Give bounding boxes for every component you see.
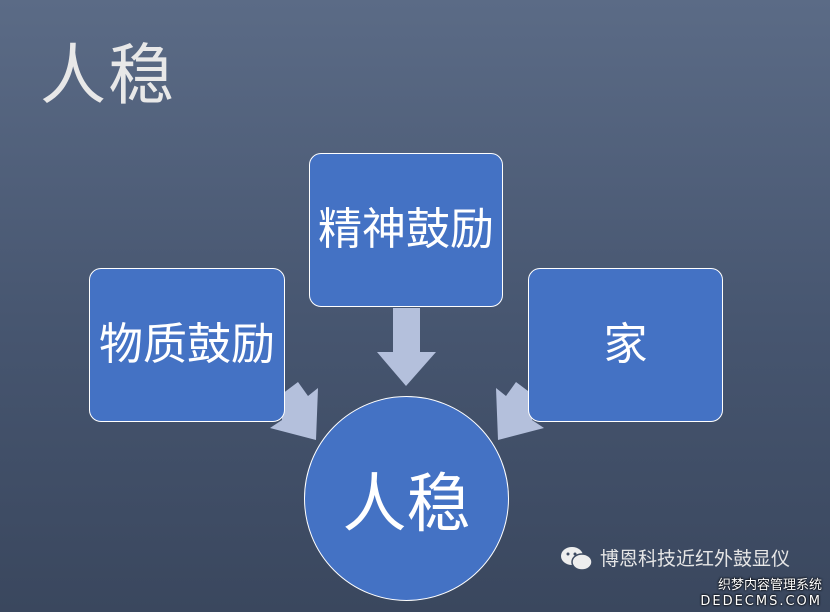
box-home: 家 — [528, 268, 723, 422]
slide-title: 人稳 — [40, 37, 176, 114]
watermark-account: 博恩科技近红外鼓显仪 — [560, 546, 790, 572]
box-spiritual-reward: 精神鼓励 — [309, 153, 503, 307]
watermark-account-name: 博恩科技近红外鼓显仪 — [600, 548, 791, 570]
site-watermark-cn: 织梦内容管理系统 — [717, 578, 822, 593]
site-watermark-en: DEDECMS.COM — [700, 594, 822, 609]
arrow-down — [377, 308, 436, 386]
center-circle: 人稳 — [304, 396, 509, 601]
wechat-icon — [561, 547, 593, 571]
site-watermark: 织梦内容管理系统 DEDECMS.COM — [700, 578, 822, 610]
box-material-reward: 物质鼓励 — [89, 268, 285, 422]
